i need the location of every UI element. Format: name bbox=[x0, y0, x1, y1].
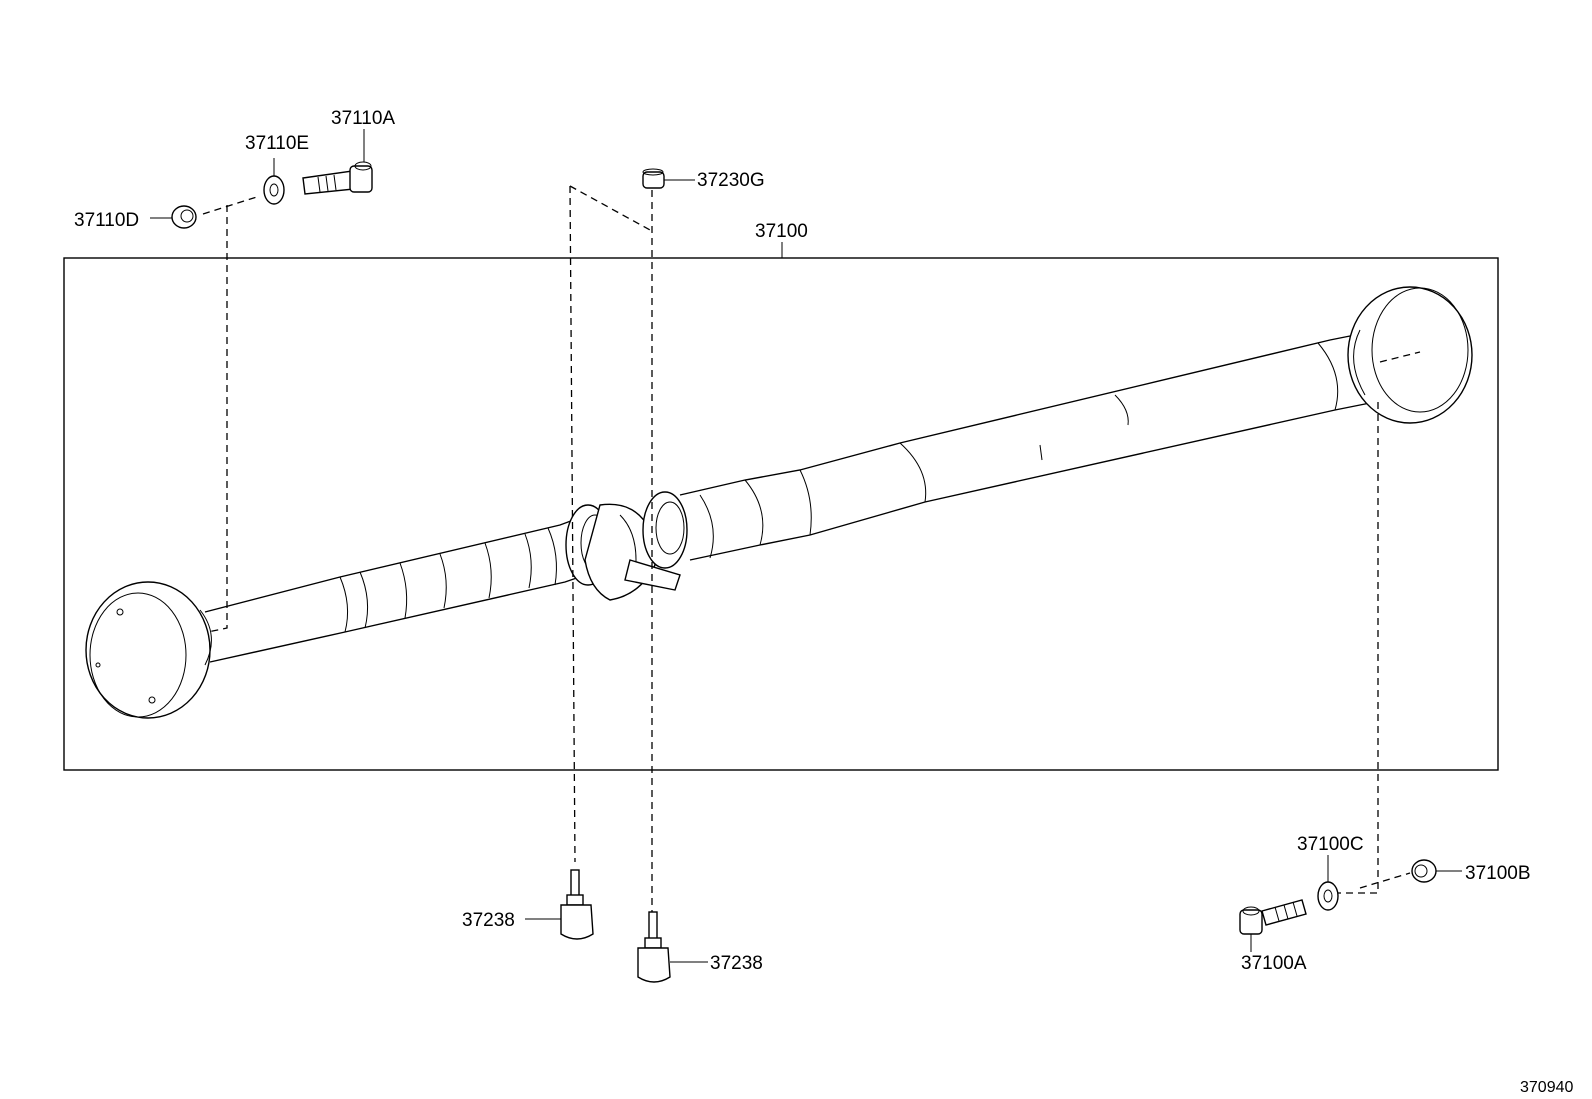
callout-37100B: 37100B bbox=[1465, 863, 1531, 884]
propeller-shaft bbox=[85, 286, 1473, 719]
callout-37238-right: 37238 bbox=[710, 953, 763, 974]
callout-37110A: 37110A bbox=[331, 108, 395, 129]
callout-37100: 37100 bbox=[755, 221, 808, 242]
center-support-bearing bbox=[565, 491, 688, 601]
callout-37100A: 37100A bbox=[1241, 953, 1307, 974]
callout-37238-left: 37238 bbox=[462, 910, 515, 931]
washer-37110E bbox=[263, 158, 285, 205]
cap-37230G bbox=[642, 168, 695, 189]
dashed-leaders bbox=[202, 185, 1421, 912]
callout-37110E: 37110E bbox=[245, 133, 309, 154]
washer-37100C bbox=[1317, 855, 1339, 911]
bolt-37110A bbox=[302, 129, 373, 195]
callout-37110D: 37110D bbox=[74, 210, 139, 231]
callout-37230G: 37230G bbox=[697, 170, 765, 191]
callout-37100C: 37100C bbox=[1297, 834, 1364, 855]
nut-37110D bbox=[150, 205, 197, 229]
nut-37100B bbox=[1411, 859, 1462, 883]
reference-code: 370940 bbox=[1520, 1079, 1573, 1096]
stud-37238-right bbox=[637, 911, 708, 983]
left-flange-yoke bbox=[85, 581, 211, 719]
assembly-frame bbox=[63, 257, 1499, 771]
bolt-37100A bbox=[1239, 899, 1307, 952]
stud-37238-left bbox=[525, 869, 594, 940]
